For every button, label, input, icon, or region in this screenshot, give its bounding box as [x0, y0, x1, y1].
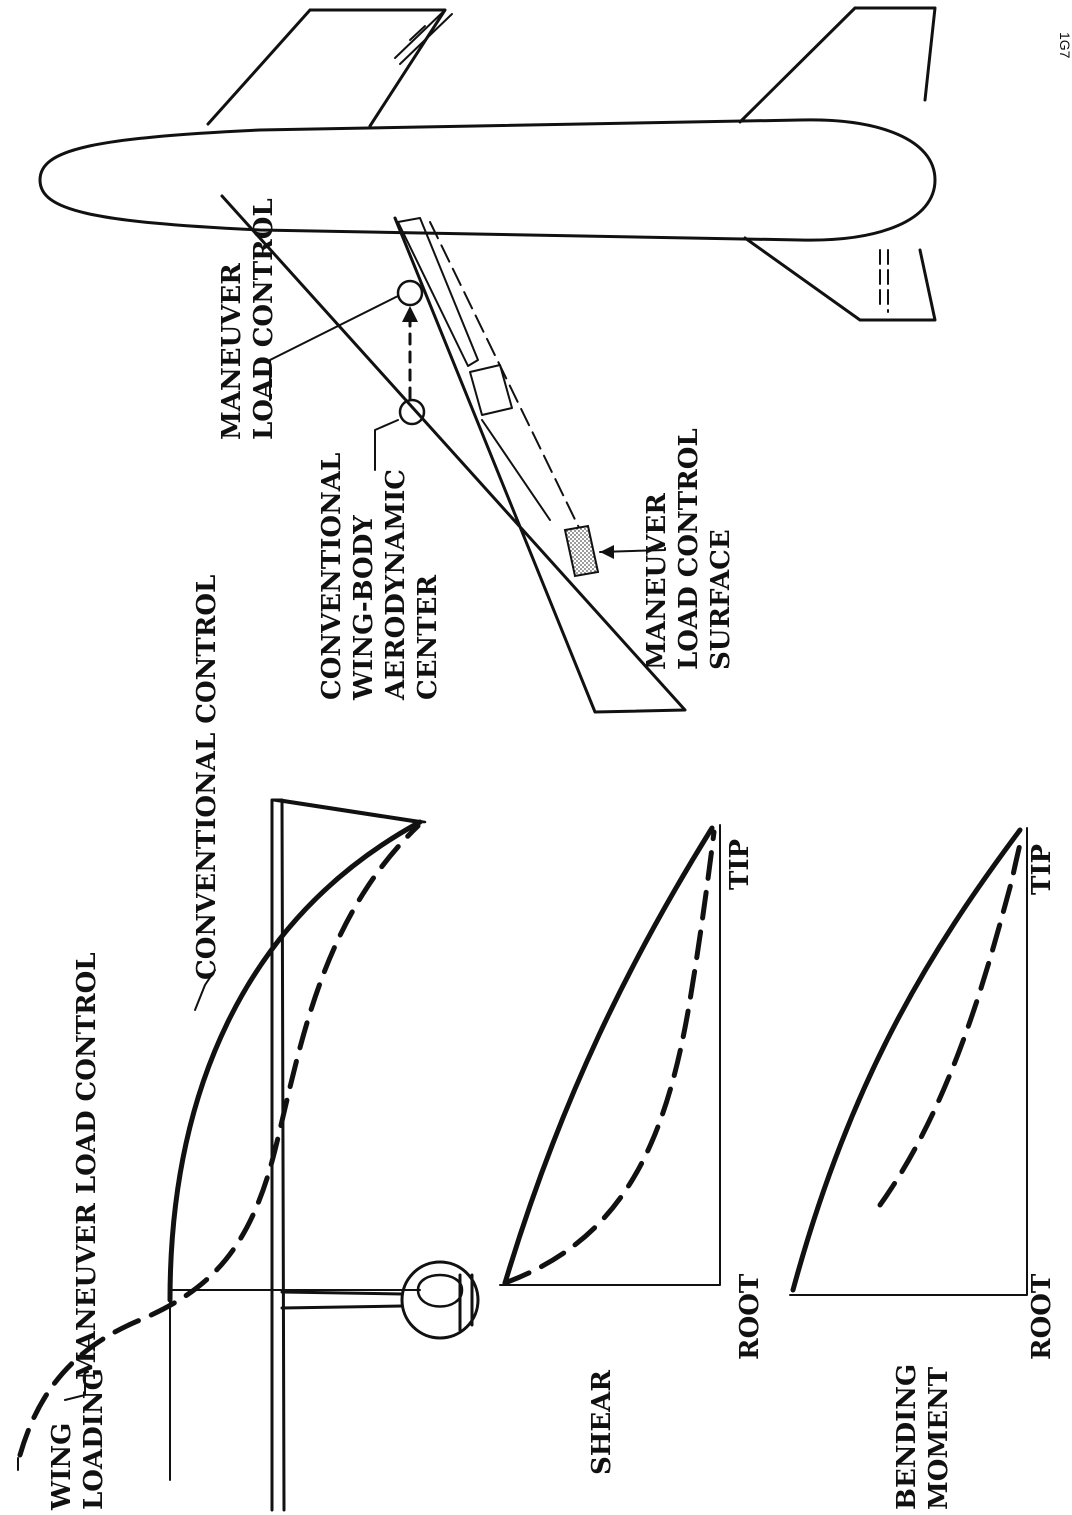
bending-tip-label: TIP	[1027, 844, 1057, 895]
vertical-tail-front	[458, 1273, 474, 1332]
upper-wing	[206, 8, 447, 128]
wing-loading-line-1: WING	[47, 1423, 77, 1511]
airplane-planform	[38, 6, 937, 714]
conventional-ac-circle	[398, 398, 426, 426]
shear-conventional	[502, 825, 715, 1286]
main-wing-flap-dash	[429, 221, 586, 541]
bending-line-1: BENDING	[892, 1364, 922, 1510]
fuselage-wing-join	[280, 1290, 404, 1310]
shear-mlc	[502, 829, 717, 1286]
wing-loading-conventional	[167, 819, 423, 1303]
shear-chart	[499, 824, 721, 1286]
mlc-surface-line-2: LOAD CONTROL	[674, 428, 704, 670]
wing-loading-chart	[17, 798, 480, 1512]
shear-tip-label: TIP	[725, 839, 755, 890]
mlc-surface-label: MANEUVER LOAD CONTROL SURFACE	[642, 428, 736, 670]
bending-axis	[789, 827, 1028, 1296]
mlc-surface-line-3: SURFACE	[706, 529, 736, 670]
bending-mlc	[877, 832, 1025, 1208]
mlc-surface-patch	[563, 524, 600, 578]
bending-moment-axis-label: BENDING MOMENT	[892, 1364, 954, 1510]
main-wing-flaps	[397, 217, 551, 521]
cockpit-front	[416, 1273, 464, 1308]
wing-loading-line-2: LOADING	[79, 1368, 109, 1510]
shear-label: SHEAR	[587, 1370, 617, 1475]
wing-loading-mlc	[17, 823, 421, 1458]
front-wing-tip	[270, 798, 427, 824]
mlc-ac-line-1: MANEUVER	[217, 263, 247, 440]
lower-h-tail	[743, 236, 937, 322]
conventional-legend-label: CONVENTIONAL CONTROL	[192, 575, 222, 980]
bending-root-label: ROOT	[1027, 1273, 1057, 1360]
conventional-ac-label: CONVENTIONAL WING-BODY AERODYNAMIC CENTE…	[317, 453, 443, 701]
mlc-leader	[64, 1374, 86, 1401]
conventional-ac-leader	[374, 419, 399, 471]
bending-conventional	[790, 827, 1023, 1293]
conventional-ac-line-2: WING-BODY	[349, 515, 379, 701]
conventional-leader	[194, 969, 216, 1011]
shear-axis	[499, 824, 721, 1286]
wing-loading-axis-label: WING LOADING	[47, 1368, 109, 1511]
main-wing	[220, 194, 687, 714]
lower-h-tail-elevator	[879, 249, 889, 313]
bending-line-2: MOMENT	[924, 1366, 954, 1510]
mlc-ac-label: MANEUVER LOAD CONTROL	[217, 198, 279, 440]
bending-chart	[789, 827, 1028, 1296]
ac-shift-arrowhead	[402, 306, 418, 322]
mlc-ac-leader	[269, 295, 399, 401]
upper-wing-flap	[394, 9, 453, 65]
conventional-ac-line-1: CONVENTIONAL	[317, 453, 347, 700]
conventional-ac-line-4: CENTER	[413, 575, 443, 700]
fuselage	[38, 118, 937, 242]
mlc-surface-leader	[599, 547, 666, 553]
mlc-ac-circle	[396, 279, 424, 307]
mlc-legend-label: MANEUVER LOAD CONTROL	[72, 952, 102, 1380]
conventional-ac-line-3: AERODYNAMIC	[381, 469, 411, 701]
shear-root-label: ROOT	[735, 1273, 765, 1360]
mlc-ac-line-2: LOAD CONTROL	[249, 198, 279, 440]
figure-id: 1G7	[1057, 32, 1072, 59]
mlc-surface-line-1: MANEUVER	[642, 493, 672, 670]
mlc-surface-arrowhead	[600, 545, 614, 559]
upper-h-tail	[738, 6, 937, 124]
fuselage-front	[400, 1260, 480, 1340]
